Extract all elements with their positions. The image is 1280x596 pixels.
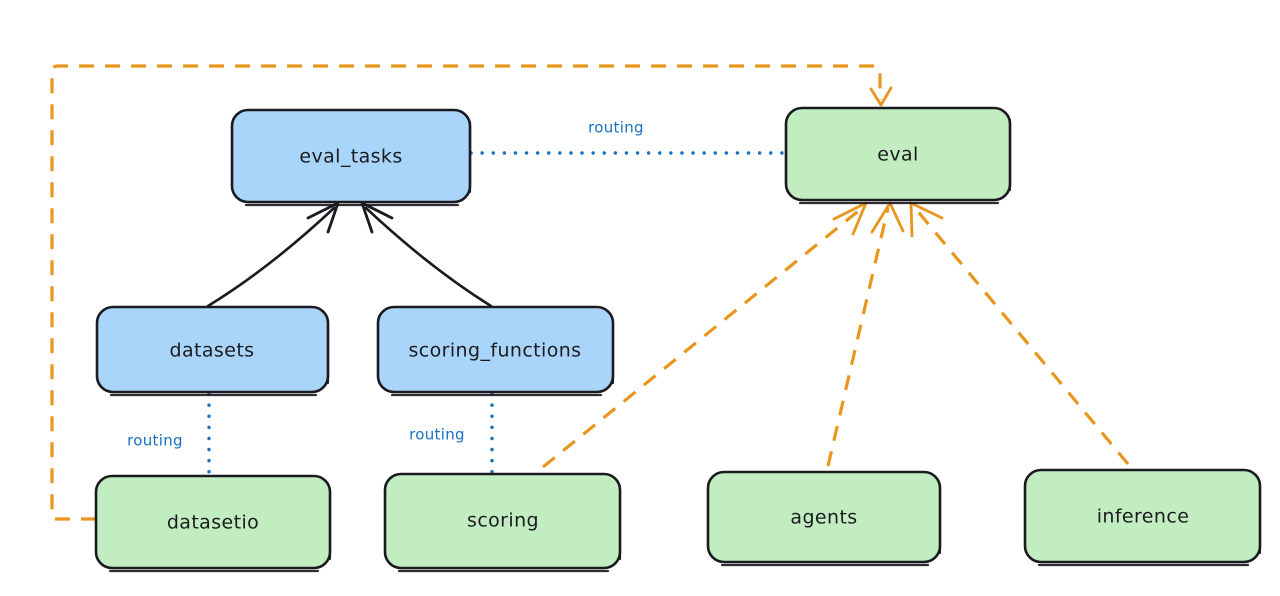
arrowhead-datasetio-eval [869,86,893,107]
node-datasetio-label: datasetio [167,512,259,534]
node-scoring-label: scoring [467,510,539,532]
node-datasets-label: datasets [170,340,255,362]
node-datasets-box[interactable] [95,305,330,394]
node-layer: eval_tasks eval datasets scor [94,106,1262,573]
edge-inference-eval [909,201,1130,466]
node-scoring-functions[interactable]: scoring_functions [376,305,615,397]
edge-label-routing-scoring: routing [409,426,465,444]
edge-datasets-eval_tasks [206,201,340,308]
edge-datasets-datasetio: routing [127,392,211,476]
node-inference[interactable]: inference [1023,468,1262,567]
node-eval[interactable]: eval [784,106,1012,205]
node-scoring-box[interactable] [383,472,622,570]
edge-scoring_functions-scoring: routing [409,392,494,474]
edge-agents-eval [826,201,905,467]
node-eval-tasks[interactable]: eval_tasks [230,108,472,207]
edge-label-routing-eval: routing [588,119,644,137]
node-scoring-functions-label: scoring_functions [409,340,582,362]
edge-eval_tasks-eval: routing [469,119,787,155]
node-eval-tasks-label: eval_tasks [299,146,402,168]
node-datasetio[interactable]: datasetio [94,474,332,573]
node-datasets[interactable]: datasets [95,305,330,397]
node-agents-box[interactable] [706,470,942,564]
node-inference-box[interactable] [1023,468,1262,564]
node-agents[interactable]: agents [706,470,942,567]
edge-label-routing-datasetio: routing [127,432,183,450]
edge-datasetio-eval [50,64,893,521]
node-inference-label: inference [1097,506,1190,528]
node-eval-box[interactable] [784,106,1012,202]
node-scoring-functions-box[interactable] [376,305,615,394]
node-eval-tasks-box[interactable] [230,108,472,204]
node-datasetio-box[interactable] [94,474,332,570]
edge-scoring_functions-eval_tasks [360,201,493,308]
node-eval-label: eval [877,144,918,166]
node-scoring[interactable]: scoring [383,472,622,573]
arrowhead-agents-eval [870,201,905,234]
node-agents-label: agents [790,507,857,529]
